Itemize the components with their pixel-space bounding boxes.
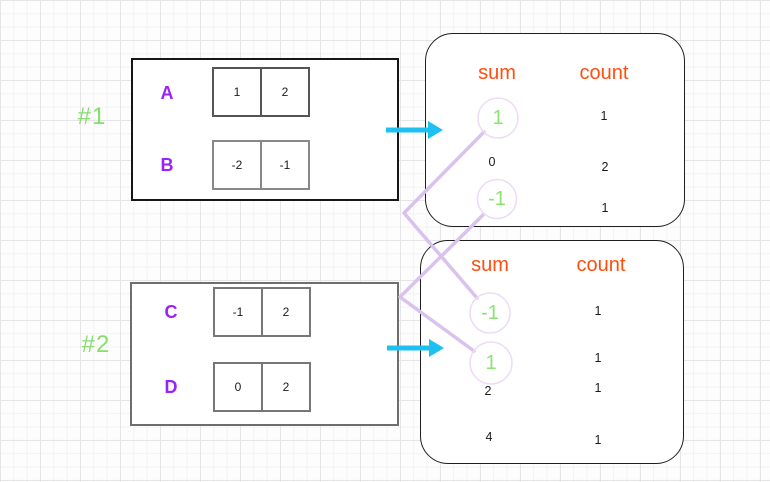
count-value: 1 <box>601 200 609 215</box>
sum-value-circled: -1 <box>481 302 499 324</box>
sum-column-header: sum <box>478 62 516 84</box>
count-value: 1 <box>600 108 608 123</box>
count-column-header: count <box>576 254 626 276</box>
count-value: 1 <box>594 303 602 318</box>
count-column-header: count <box>579 62 629 84</box>
array-cell: 2 <box>261 287 311 337</box>
group2-label: #2 <box>81 331 111 358</box>
group2-sum-table-panel <box>420 240 684 464</box>
array-cell: 2 <box>261 362 311 412</box>
array-d-cells: 0 2 <box>213 362 311 412</box>
sum-value: 0 <box>488 154 496 169</box>
array-c-cells: -1 2 <box>213 287 311 337</box>
array-cell: -1 <box>213 287 263 337</box>
group1-sum-table-panel <box>425 33 685 227</box>
sum-value-circled: 1 <box>492 107 504 129</box>
connection-line-sum1-to-sumneg1 <box>402 130 486 300</box>
count-value: 2 <box>601 159 609 174</box>
arrow-right-icon <box>386 121 443 139</box>
sum-value: 2 <box>484 383 492 398</box>
array-a-name: A <box>160 83 174 103</box>
group1-label: #1 <box>77 103 107 130</box>
highlight-circle <box>476 178 518 220</box>
sum-value-circled: 1 <box>485 352 497 374</box>
array-b-cells: -2 -1 <box>212 140 310 190</box>
count-value: 1 <box>594 432 602 447</box>
connection-line-sumneg1-to-sum1 <box>398 213 485 353</box>
array-cell: 0 <box>213 362 263 412</box>
array-b-name: B <box>160 155 174 175</box>
highlight-circle <box>469 341 513 385</box>
array-a-cells: 1 2 <box>212 67 310 117</box>
arrow-right-icon <box>387 339 444 357</box>
array-cell: 1 <box>212 67 262 117</box>
array-cell: -1 <box>260 140 310 190</box>
sum-column-header: sum <box>471 254 509 276</box>
highlight-circle <box>477 97 519 139</box>
count-value: 1 <box>594 380 602 395</box>
array-cell: 2 <box>260 67 310 117</box>
array-c-name: C <box>164 302 178 322</box>
highlight-circle <box>469 292 511 334</box>
array-d-name: D <box>164 377 178 397</box>
sum-value: 4 <box>485 429 493 444</box>
count-value: 1 <box>594 350 602 365</box>
sum-value-circled: -1 <box>488 188 506 210</box>
